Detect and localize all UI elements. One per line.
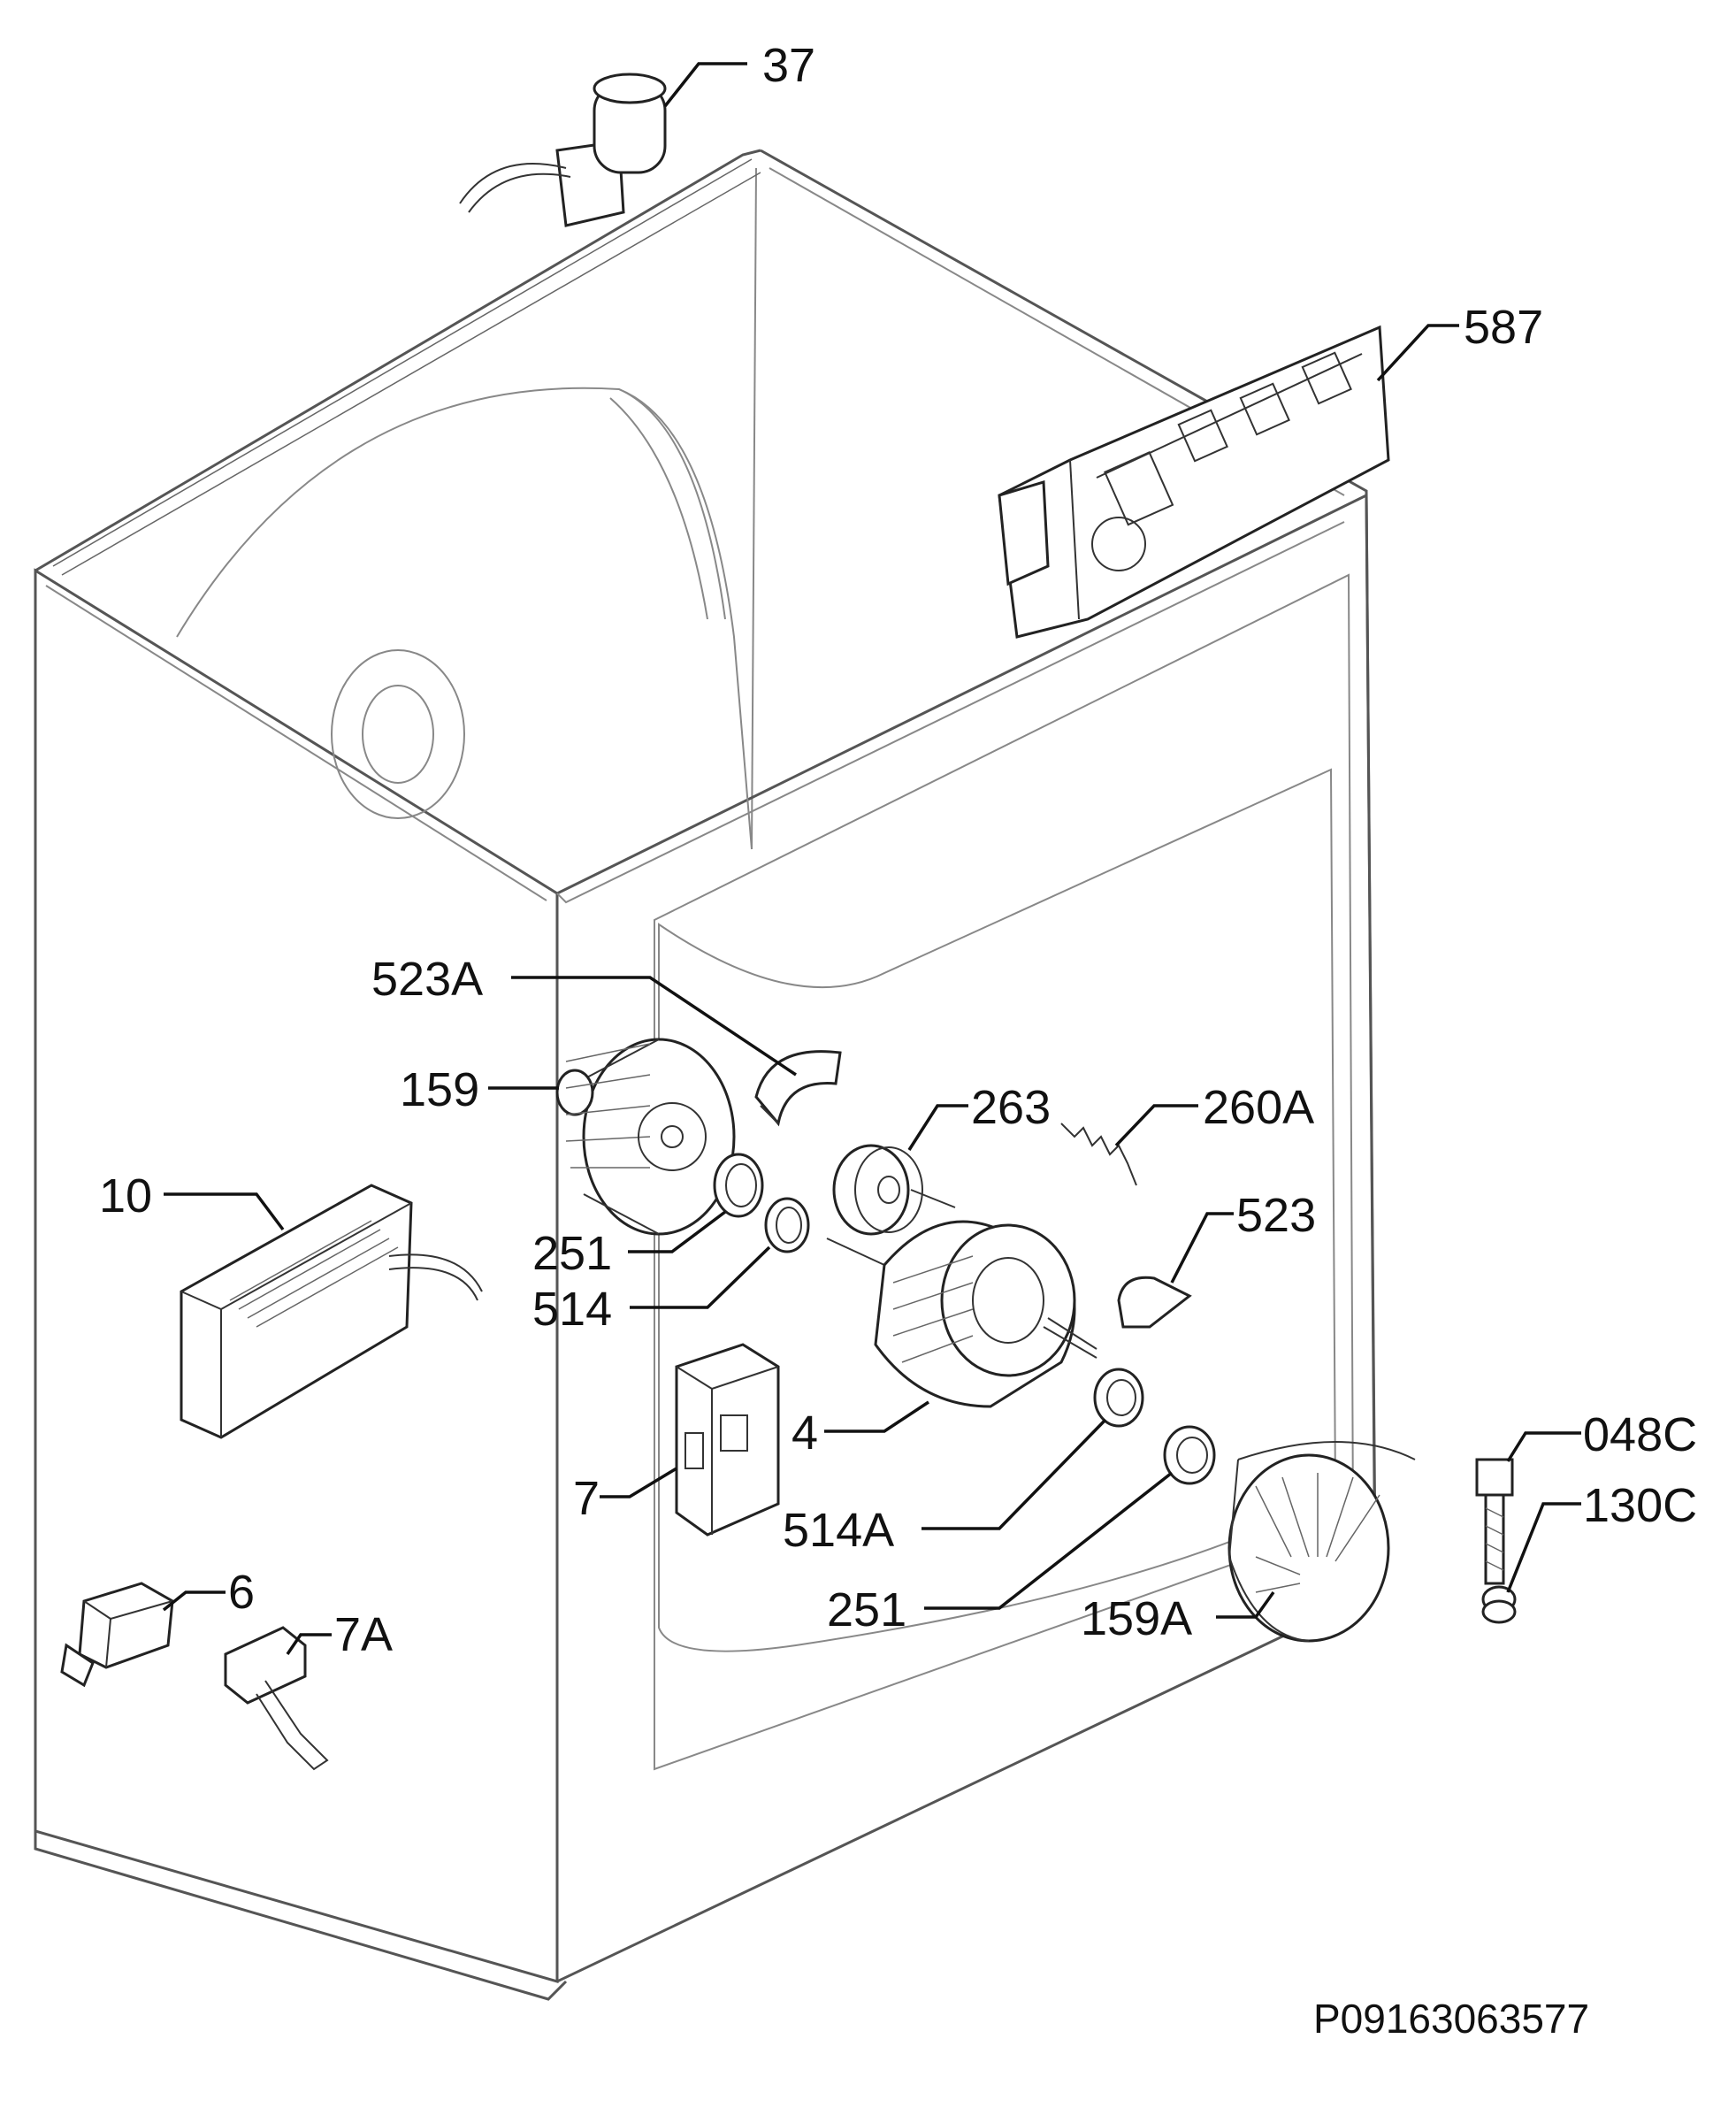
part-130C-nut [1481, 1585, 1517, 1624]
callout-37: 37 [762, 39, 815, 92]
callout-10: 10 [99, 1169, 152, 1222]
part-7-switch [675, 1343, 780, 1537]
callout-523: 523 [1236, 1189, 1316, 1242]
callout-251-upper: 251 [532, 1227, 612, 1280]
part-523A-bracket [754, 1050, 842, 1127]
part-523-bracket [1117, 1276, 1192, 1329]
callout-263: 263 [971, 1081, 1051, 1134]
part-4-motor [826, 1220, 1097, 1408]
part-7A-microswitch [224, 1626, 329, 1771]
part-10-heater [180, 1184, 483, 1439]
callout-7: 7 [573, 1472, 600, 1525]
part-514-ring-upper [764, 1197, 810, 1253]
part-251-ring-upper [713, 1153, 764, 1218]
callout-130C: 130C [1583, 1479, 1697, 1532]
dryer-cabinet [34, 149, 1383, 2001]
callout-251-lower: 251 [827, 1583, 906, 1636]
part-159A-fan [1227, 1441, 1416, 1643]
leader-lines [162, 62, 1581, 1655]
callout-159: 159 [400, 1063, 479, 1116]
part-37-filter [459, 73, 667, 227]
part-260A-spring [1060, 1123, 1137, 1186]
part-263-idler-pulley [832, 1144, 956, 1236]
drawing-code: P09163063577 [1313, 1996, 1589, 2042]
part-6-component [60, 1582, 174, 1688]
callout-514: 514 [532, 1283, 612, 1336]
callout-4: 4 [792, 1406, 818, 1460]
callout-6: 6 [228, 1566, 255, 1619]
callout-159A: 159A [1081, 1592, 1192, 1645]
callout-labels: 37 587 523A 159 263 260A 10 523 251 514 … [99, 39, 1697, 1661]
part-514A-ring-lower [1093, 1368, 1144, 1428]
callout-7A: 7A [334, 1608, 393, 1661]
callout-048C: 048C [1583, 1408, 1697, 1461]
part-251-ring-lower [1163, 1425, 1216, 1485]
callout-514A: 514A [783, 1504, 894, 1557]
part-159-wheel [555, 1038, 736, 1236]
callout-587: 587 [1464, 301, 1543, 354]
callout-523A: 523A [371, 953, 483, 1006]
part-048C-screw [1475, 1458, 1514, 1585]
part-587-control-board [998, 325, 1390, 639]
callout-260A: 260A [1203, 1081, 1314, 1134]
